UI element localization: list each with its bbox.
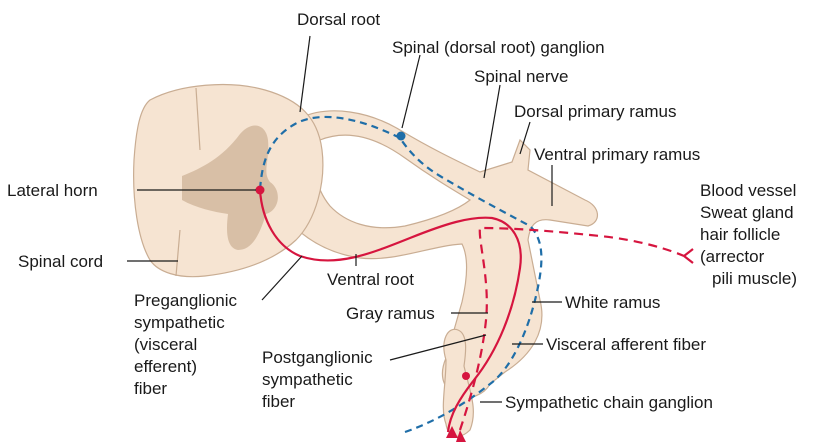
- label-gray-ramus: Gray ramus: [346, 304, 435, 323]
- target-ending: [684, 249, 693, 263]
- label-visceral-afferent: Visceral afferent fiber: [546, 335, 706, 354]
- lateral-horn-cell-body: [256, 186, 265, 195]
- label-sympathetic-chain: Sympathetic chain ganglion: [505, 393, 713, 412]
- label-preganglionic: Preganglionic sympathetic (visceral effe…: [134, 291, 242, 398]
- label-targets: Blood vessel Sweat gland hair follicle (…: [700, 181, 801, 288]
- label-ventral-primary-ramus: Ventral primary ramus: [534, 145, 700, 164]
- dorsal-root-ganglion-cell-body: [397, 132, 406, 141]
- label-white-ramus: White ramus: [565, 293, 660, 312]
- anatomy: [134, 85, 598, 437]
- label-dorsal-primary-ramus: Dorsal primary ramus: [514, 102, 676, 121]
- label-postganglionic: Postganglionic sympathetic fiber: [262, 348, 377, 411]
- chain-ganglion-cell-body: [462, 372, 470, 380]
- label-spinal-cord: Spinal cord: [18, 252, 103, 271]
- label-lateral-horn: Lateral horn: [7, 181, 98, 200]
- label-spinal-ganglion: Spinal (dorsal root) ganglion: [392, 38, 605, 57]
- label-dorsal-root: Dorsal root: [297, 10, 380, 29]
- label-spinal-nerve: Spinal nerve: [474, 67, 569, 86]
- label-ventral-root: Ventral root: [327, 270, 414, 289]
